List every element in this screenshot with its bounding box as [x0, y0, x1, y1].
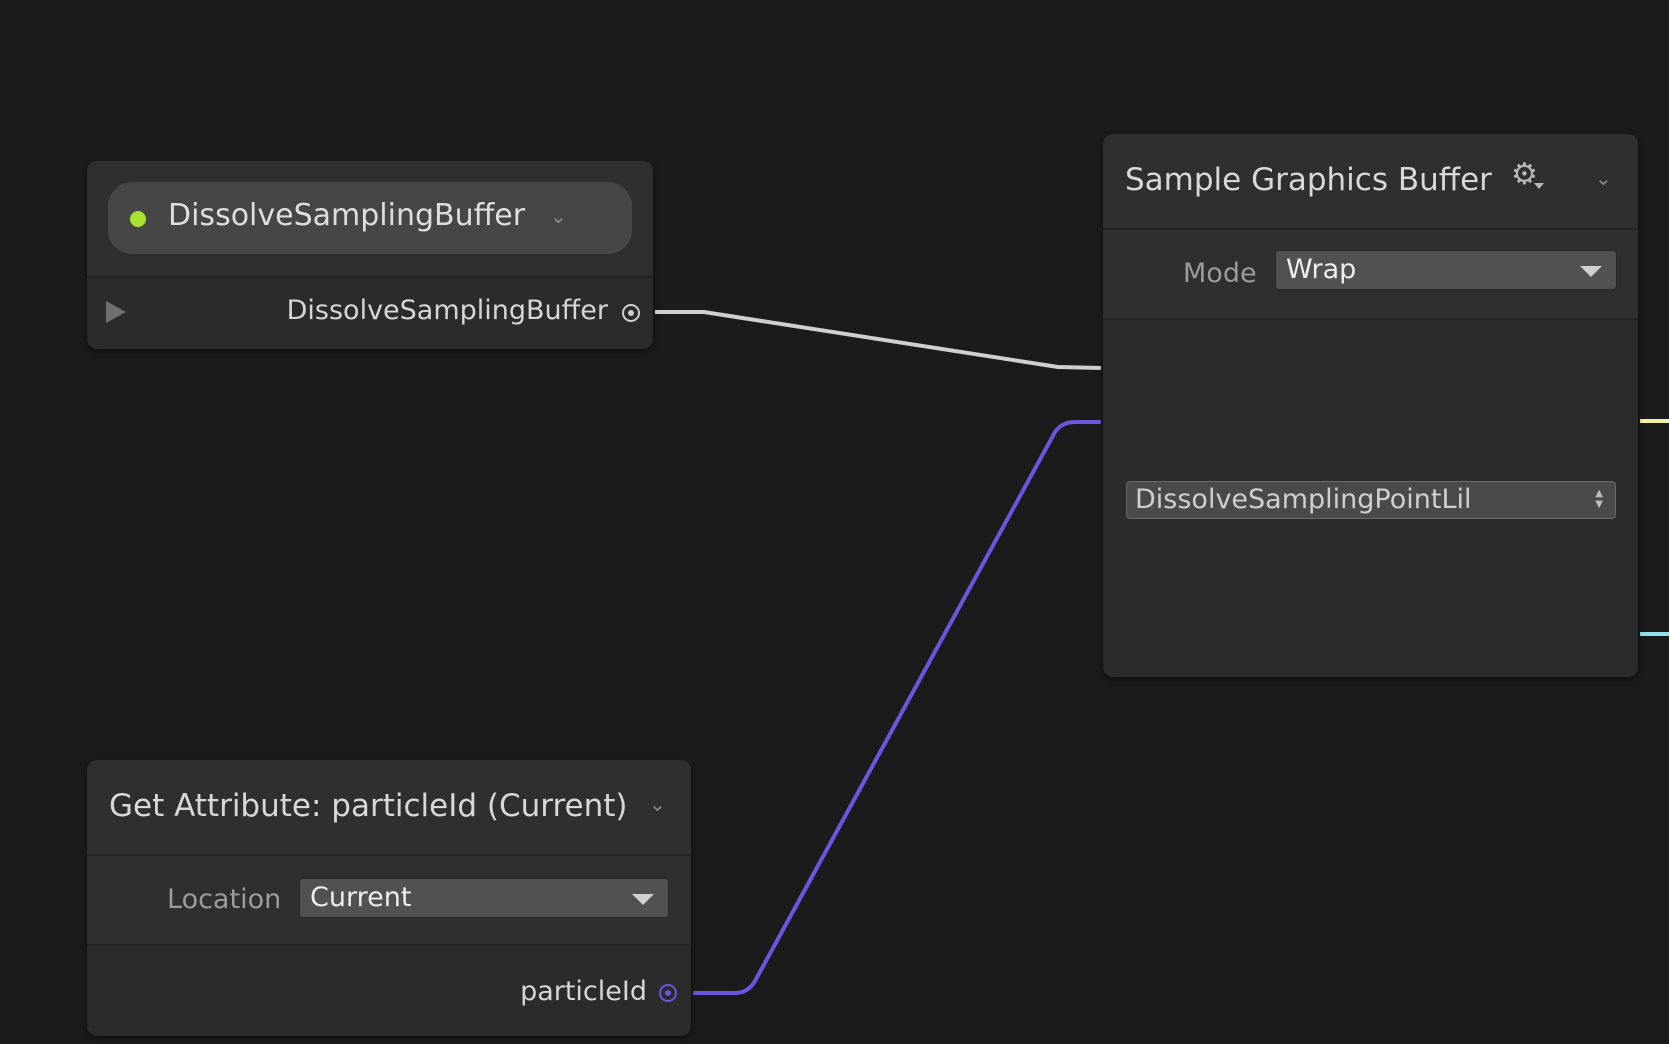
mode-dropdown[interactable]: Wrap [1275, 250, 1617, 290]
struct-type-value: DissolveSamplingPointLil [1135, 484, 1472, 515]
property-node[interactable]: DissolveSamplingBuffer ⌄ DissolveSamplin… [87, 161, 653, 349]
particle-id-wire[interactable] [693, 420, 1101, 995]
get-attribute-title: Get Attribute: particleId (Current) [109, 788, 628, 824]
buffer-output-label: DissolveSamplingBuffer [286, 295, 608, 326]
gear-icon[interactable]: ⚙ [1511, 157, 1538, 192]
up-down-arrows-icon[interactable]: ▲▼ [1595, 488, 1603, 510]
particle-id-label: particleId [520, 976, 647, 1007]
location-row: Location Current [87, 856, 691, 946]
struct-type-field[interactable]: DissolveSamplingPointLil ▲▼ [1126, 481, 1616, 519]
caret-down-icon [1534, 183, 1544, 189]
caret-down-icon [632, 894, 654, 905]
sample-graphics-buffer-node[interactable]: Sample Graphics Buffer ⚙ ⌄ Mode Wrap Dis… [1103, 134, 1638, 677]
mode-value: Wrap [1286, 254, 1357, 285]
particle-id-output-port[interactable] [659, 984, 677, 1002]
mode-label: Mode [1183, 258, 1257, 289]
location-dropdown[interactable]: Current [299, 878, 669, 918]
chevron-down-icon[interactable]: ⌄ [1595, 166, 1612, 190]
property-pill-label: DissolveSamplingBuffer [168, 198, 526, 233]
buffer-wire[interactable] [655, 310, 1102, 370]
caret-down-icon [1580, 266, 1602, 277]
buffer-output-port[interactable] [622, 304, 640, 322]
sample-buffer-title: Sample Graphics Buffer [1125, 162, 1492, 198]
get-attribute-header: Get Attribute: particleId (Current) ⌄ [87, 760, 691, 856]
chevron-down-icon[interactable]: ⌄ [550, 204, 567, 228]
status-dot-icon [130, 211, 146, 227]
get-attribute-node[interactable]: Get Attribute: particleId (Current) ⌄ Lo… [87, 760, 691, 1036]
location-value: Current [310, 882, 412, 913]
chevron-down-icon[interactable]: ⌄ [649, 792, 666, 816]
property-node-header: DissolveSamplingBuffer ⌄ [87, 161, 653, 278]
property-pill[interactable]: DissolveSamplingBuffer ⌄ [108, 182, 632, 254]
triangle-right-icon[interactable] [106, 301, 126, 323]
mode-row: Mode Wrap [1103, 230, 1638, 320]
location-label: Location [167, 884, 282, 915]
sample-buffer-header: Sample Graphics Buffer ⚙ ⌄ [1103, 134, 1638, 230]
